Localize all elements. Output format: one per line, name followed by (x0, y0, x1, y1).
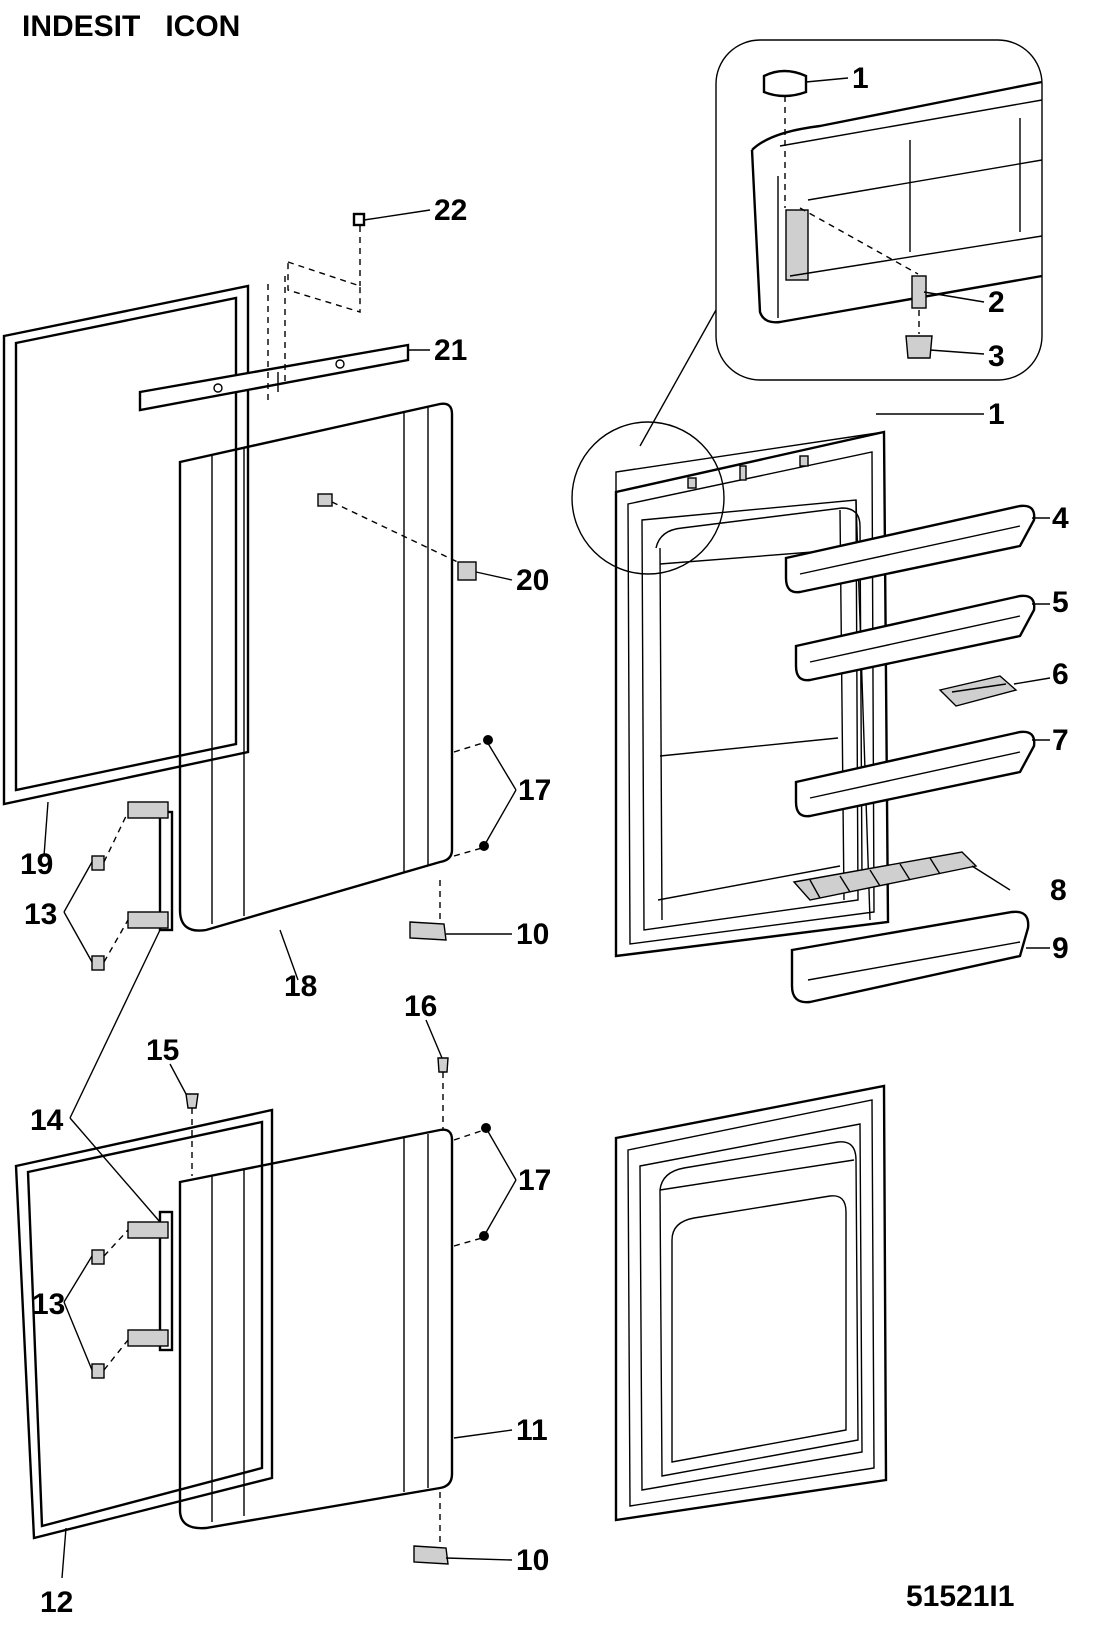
detail-inset (571, 39, 1043, 575)
upper-door-liner (614, 430, 890, 958)
upper-door-handle (91, 801, 174, 971)
callout-11: 11 (516, 1414, 548, 1447)
callout-21: 21 (434, 334, 467, 367)
lower-bottom-hinge (413, 1492, 449, 1565)
callout-10-lower: 10 (516, 1544, 549, 1577)
callout-13-lower: 13 (32, 1288, 65, 1321)
callout-14: 14 (30, 1104, 64, 1137)
callout-4: 4 (1052, 502, 1069, 535)
lower-door-panel (178, 1128, 454, 1530)
callout-16: 16 (404, 990, 437, 1023)
lower-door-handle (91, 1210, 174, 1379)
callout-8: 8 (1050, 874, 1067, 907)
callout-22: 22 (434, 194, 467, 227)
lower-door-gasket (14, 1108, 274, 1540)
callout-7: 7 (1052, 724, 1069, 757)
callout-1-inset: 1 (852, 62, 869, 95)
callout-2: 2 (988, 286, 1005, 319)
upper-door-gasket (2, 284, 250, 806)
callout-1: 1 (988, 398, 1005, 431)
lower-door-pins (453, 1123, 491, 1247)
diagram-title: INDESIT ICON (22, 10, 240, 43)
callout-18: 18 (284, 970, 317, 1003)
callout-5: 5 (1052, 586, 1069, 619)
bottom-shelf (790, 910, 1030, 1004)
callout-19: 19 (20, 848, 53, 881)
callout-3: 3 (988, 340, 1005, 373)
upper-screw-guide (287, 212, 366, 313)
callout-labels: 1 2 3 1 4 5 6 7 8 9 22 21 20 17 10 18 19… (20, 62, 1069, 1619)
callout-10-upper: 10 (516, 918, 549, 951)
egg-tray (938, 675, 1018, 707)
upper-trim-bar (138, 276, 410, 412)
drawing-code: 51521I1 (906, 1580, 1014, 1613)
upper-bottom-hinge (409, 880, 447, 941)
callout-12: 12 (40, 1586, 73, 1619)
upper-door-panel (178, 402, 467, 932)
callout-17-lower: 17 (518, 1164, 551, 1197)
upper-door-pins (453, 735, 493, 857)
leader-lines (43, 77, 1051, 1579)
callout-20: 20 (516, 564, 549, 597)
lower-door-liner (614, 1084, 888, 1522)
bottle-rack (792, 851, 978, 901)
callout-17-upper: 17 (518, 774, 551, 807)
door-shelves (784, 504, 1036, 818)
callout-6: 6 (1052, 658, 1069, 691)
callout-13-upper: 13 (24, 898, 57, 931)
lower-door-screws (185, 1057, 449, 1176)
callout-9: 9 (1052, 932, 1069, 965)
callout-15: 15 (146, 1034, 179, 1067)
hinge-plate (457, 561, 477, 581)
